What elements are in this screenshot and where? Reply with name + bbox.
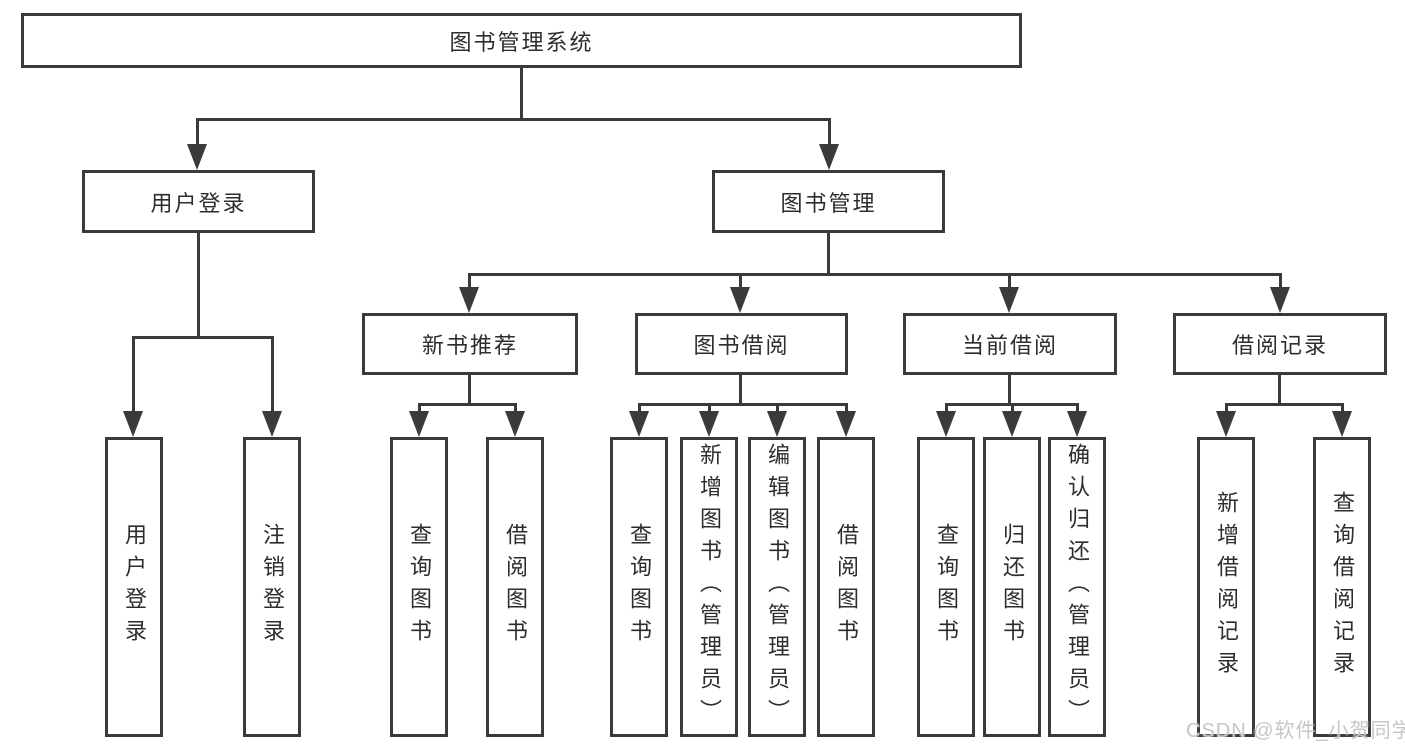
connector-line: [945, 403, 948, 415]
arrow-down-icon: [767, 411, 787, 437]
arrow-down-icon: [1002, 411, 1022, 437]
connector-line: [708, 403, 711, 415]
arrow-down-icon: [936, 411, 956, 437]
connector-line: [827, 233, 830, 275]
connector-line: [739, 375, 742, 406]
arrow-down-icon: [505, 411, 525, 437]
connector-line: [520, 67, 523, 120]
connector-line: [1225, 403, 1343, 406]
connector-line: [1225, 403, 1228, 415]
arrow-down-icon: [699, 411, 719, 437]
connector-line: [197, 233, 200, 338]
arrow-down-icon: [1270, 287, 1290, 313]
arrow-down-icon: [1332, 411, 1352, 437]
arrow-down-icon: [262, 411, 282, 437]
connector-line: [132, 336, 135, 413]
connector-line: [828, 118, 831, 148]
node-current-borrowing: 当前借阅: [903, 313, 1117, 375]
arrow-down-icon: [836, 411, 856, 437]
connector-line: [1279, 273, 1282, 291]
arrow-down-icon: [819, 144, 839, 170]
leaf-query-books-recommend: 查询图书: [390, 437, 448, 737]
connector-line: [1011, 403, 1014, 415]
connector-line: [739, 273, 742, 291]
node-user-login: 用户登录: [82, 170, 315, 233]
connector-line: [1341, 403, 1344, 415]
leaf-query-borrow-record: 查询借阅记录: [1313, 437, 1371, 737]
csdn-watermark: CSDN @软件_小贺同学: [1186, 720, 1405, 742]
arrow-down-icon: [629, 411, 649, 437]
connector-line: [196, 118, 831, 121]
connector-line: [776, 403, 779, 415]
arrow-down-icon: [459, 287, 479, 313]
connector-line: [1008, 273, 1011, 291]
node-new-book-recommend: 新书推荐: [362, 313, 578, 375]
leaf-return-books: 归还图书: [983, 437, 1041, 737]
connector-line: [514, 403, 517, 415]
connector-line: [418, 403, 421, 415]
node-borrowing-records: 借阅记录: [1173, 313, 1387, 375]
leaf-user-login: 用户登录: [105, 437, 163, 737]
leaf-borrow-books-borrowing: 借阅图书: [817, 437, 875, 737]
connector-line: [638, 403, 641, 415]
connector-line: [845, 403, 848, 415]
arrow-down-icon: [730, 287, 750, 313]
leaf-logout: 注销登录: [243, 437, 301, 737]
connector-line: [468, 375, 471, 406]
connector-line: [638, 403, 847, 406]
arrow-down-icon: [187, 144, 207, 170]
connector-line: [1008, 375, 1011, 406]
connector-line: [1076, 403, 1079, 415]
arrow-down-icon: [999, 287, 1019, 313]
connector-line: [196, 118, 199, 148]
connector-line: [271, 336, 274, 413]
connector-line: [468, 273, 471, 291]
arrow-down-icon: [123, 411, 143, 437]
leaf-confirm-return-admin: 确认归还（管理员）: [1048, 437, 1106, 737]
arrow-down-icon: [1067, 411, 1087, 437]
connector-line: [468, 273, 1281, 276]
arrow-down-icon: [409, 411, 429, 437]
node-book-borrowing: 图书借阅: [635, 313, 848, 375]
leaf-add-books-admin: 新增图书（管理员）: [680, 437, 738, 737]
leaf-add-borrow-record: 新增借阅记录: [1197, 437, 1255, 737]
leaf-borrow-books-recommend: 借阅图书: [486, 437, 544, 737]
connector-line: [1278, 375, 1281, 406]
leaf-edit-books-admin: 编辑图书（管理员）: [748, 437, 806, 737]
node-root: 图书管理系统: [21, 13, 1022, 68]
leaf-query-books-current: 查询图书: [917, 437, 975, 737]
connector-line: [132, 336, 274, 339]
leaf-query-books-borrowing: 查询图书: [610, 437, 668, 737]
node-book-management: 图书管理: [712, 170, 945, 233]
connector-line: [418, 403, 517, 406]
arrow-down-icon: [1216, 411, 1236, 437]
